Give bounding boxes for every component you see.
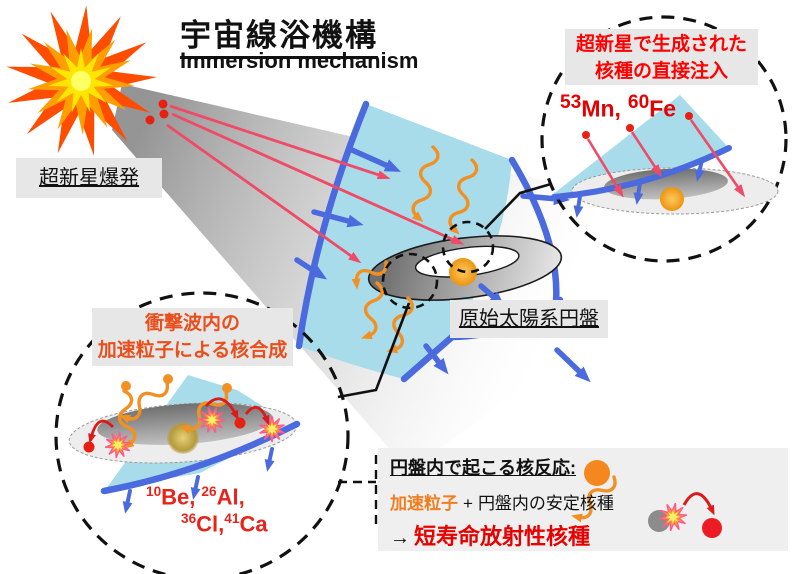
inset2-shock-arrows (122, 447, 275, 514)
inset-protostar-ball-icon (660, 187, 684, 211)
inset2-particle-dots (121, 374, 232, 393)
shock-propagation-arrows (294, 147, 591, 383)
highlight-circle-injection (441, 220, 495, 274)
accelerated-particle-wavy-arrows (351, 145, 479, 354)
connector-to-injection-inset (484, 182, 552, 230)
page-title: 宇宙線浴機構 (180, 10, 378, 59)
inset-shock-arrows (573, 158, 705, 218)
inset2-protostar-ball-icon (167, 422, 199, 454)
supernova-label: 超新星爆発 (16, 158, 162, 198)
protoplanetary-disk-label: 原始太陽系円盤 (450, 300, 608, 338)
inset-injection-arrows (586, 119, 746, 198)
radionuclide-icon (702, 518, 722, 538)
spallation-inset-scene (68, 374, 301, 514)
inset2-product-hop-arrows (88, 397, 270, 444)
shock-band-left-arc (295, 100, 370, 350)
injection-caption: 超新星で生成された 核種の直接注入 (565, 29, 758, 85)
connector-to-spallation-inset (337, 302, 411, 399)
stable-nuclide-term: 円盤内の安定核種 (477, 494, 614, 513)
spallation-isotopes-line1: 10Be,26Al, (146, 484, 245, 510)
reaction-equation-result: →短寿命放射性核種 (390, 519, 690, 551)
inset2-collision-starburst-icons (104, 407, 285, 459)
accelerated-particle-icon (584, 460, 610, 486)
spallation-inset-circle (54, 291, 350, 574)
arrow-glyph: → (390, 527, 410, 549)
injection-isotopes-label: 53Mn,60Fe (560, 92, 677, 122)
spallation-isotopes-line2: 36Cl,41Ca (181, 511, 268, 537)
inset-shock-arc (551, 145, 732, 200)
injection-inset-circle (540, 15, 788, 263)
injection-inset-scene (551, 95, 779, 218)
supernova-starburst-icon (6, 5, 157, 156)
reaction-equation-inputs: 加速粒子+円盤内の安定核種 (390, 494, 614, 513)
inset-nuclide-dots (582, 112, 693, 139)
inset2-radionuclide-dots (83, 417, 246, 453)
accelerated-particle-term: 加速粒子 (390, 494, 458, 513)
spallation-caption: 衝撃波内の 加速粒子による核合成 (92, 308, 293, 366)
page-subtitle: Immersion mechanism (180, 48, 419, 73)
reaction-heading: 円盤内で起こる核反応: (390, 458, 576, 478)
inset2-particle-wavy-arrows (117, 381, 229, 449)
ejected-nuclide-dots (145, 99, 169, 125)
decay-hop-arrow (682, 492, 715, 516)
connector-to-reaction-box (338, 455, 378, 530)
highlight-circle-spallation (381, 252, 439, 310)
reaction-wavy-arrow (571, 475, 617, 523)
reaction-box: 円盤内で起こる核反応: 加速粒子+円盤内の安定核種 →短寿命放射性核種 (390, 454, 690, 551)
collision-starburst-icon (658, 502, 688, 532)
shock-band-right-arc (508, 156, 560, 306)
reaction-box-graphics (571, 460, 722, 538)
injected-nuclide-arrows (166, 104, 465, 264)
radionuclide-term: 短寿命放射性核種 (414, 524, 591, 549)
